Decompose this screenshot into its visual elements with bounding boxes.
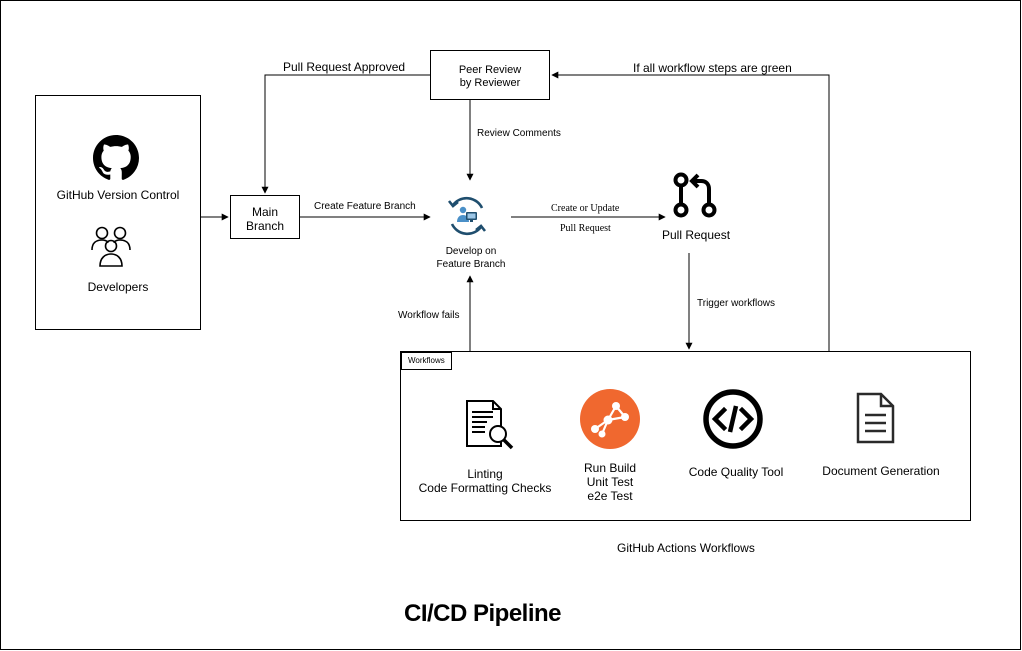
workflows-tab: Workflows <box>401 352 452 370</box>
edge-label-all-green: If all workflow steps are green <box>633 61 792 75</box>
source-panel: GitHub Version Control Developers <box>35 95 201 330</box>
sync-developer-icon <box>444 193 490 244</box>
main-branch-node: Main Branch <box>230 195 300 239</box>
peer-review-line2: by Reviewer <box>459 77 521 89</box>
edge-label-pull-request: Pull Request <box>560 223 611 234</box>
edge-label-workflow-fails: Workflow fails <box>398 310 460 321</box>
workflow-linting-line1: Linting <box>467 467 503 481</box>
developers-label: Developers <box>87 280 149 294</box>
workflow-code-quality-label: Code Quality Tool <box>688 465 784 479</box>
main-branch-line2: Branch <box>245 219 285 233</box>
diagram-title: CI/CD Pipeline <box>404 600 562 627</box>
edge-approved <box>261 74 430 194</box>
workflow-build-line2: Unit Test <box>586 475 634 489</box>
people-icon <box>89 224 133 273</box>
main-branch-line1: Main <box>251 205 278 219</box>
workflows-caption: GitHub Actions Workflows <box>617 541 755 555</box>
github-icon <box>93 135 139 186</box>
pull-request-label: Pull Request <box>662 228 731 242</box>
github-label: GitHub Version Control <box>56 188 180 202</box>
build-pipeline-icon <box>580 389 640 454</box>
edge-label-create-feature-branch: Create Feature Branch <box>314 201 416 212</box>
edge-label-create-or-update: Create or Update <box>551 203 620 214</box>
edge-all-green <box>551 71 830 351</box>
document-search-icon <box>463 398 517 457</box>
workflow-docgen-label: Document Generation <box>822 464 940 478</box>
peer-review-line1: Peer Review <box>458 64 522 76</box>
workflow-build-line3: e2e Test <box>587 489 633 503</box>
peer-review-node: Peer Review by Reviewer <box>430 50 550 100</box>
develop-line1: Develop on <box>445 246 497 257</box>
edge-label-trigger-workflows: Trigger workflows <box>697 298 775 309</box>
git-pull-request-icon <box>671 171 719 226</box>
develop-line2: Feature Branch <box>436 259 506 270</box>
code-icon <box>702 388 764 455</box>
edge-label-approved: Pull Request Approved <box>283 60 406 74</box>
workflow-linting-line2: Code Formatting Checks <box>418 481 552 495</box>
document-icon <box>855 391 897 450</box>
edge-label-review-comments: Review Comments <box>477 128 561 139</box>
workflow-build-line1: Run Build <box>583 461 637 475</box>
